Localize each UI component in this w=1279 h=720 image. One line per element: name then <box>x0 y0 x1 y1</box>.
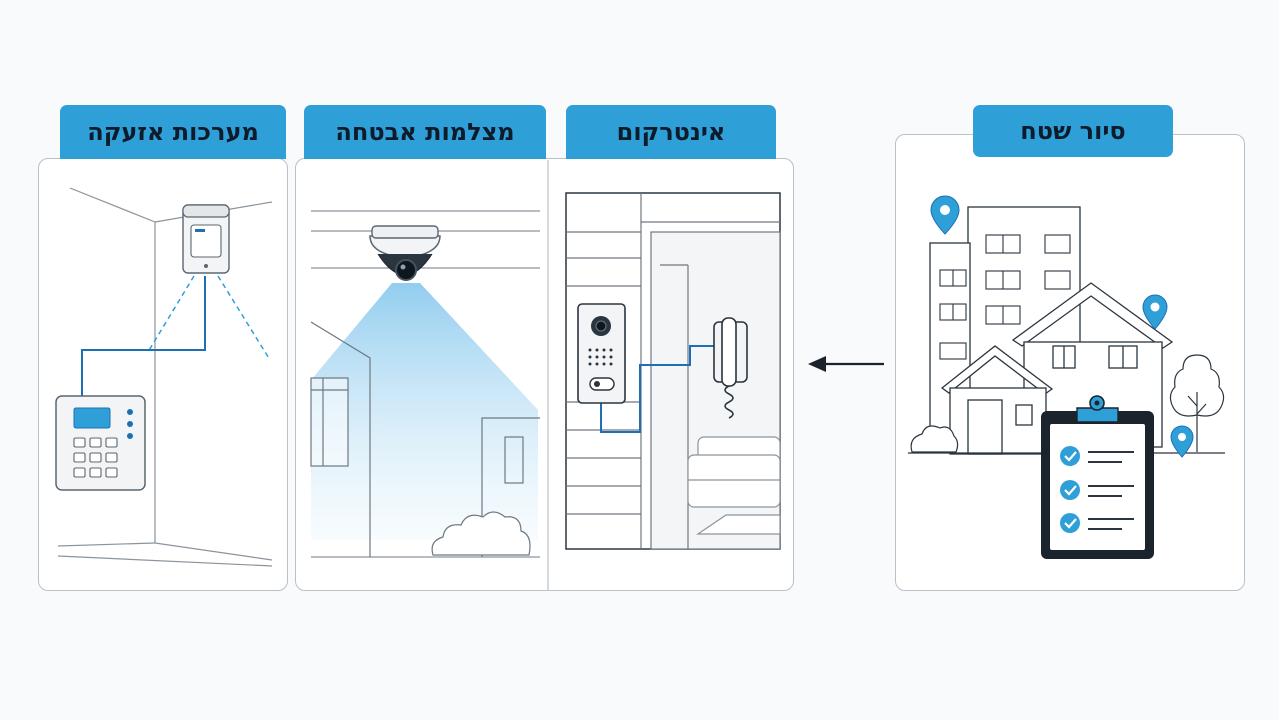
dome-camera-icon <box>369 225 441 281</box>
camera-view-cone <box>311 283 538 540</box>
sensor-detection-lines <box>147 275 271 361</box>
camera-scene-lines <box>311 210 540 558</box>
clipboard-checklist-icon <box>1041 395 1154 559</box>
stage-label-alarm-systems: מערכות אזעקה <box>87 118 259 146</box>
stage-label-site-survey: סיור שטח <box>1020 117 1126 145</box>
tree-shape <box>1169 354 1225 452</box>
stage-label-security-cameras: מצלמות אבטחה <box>335 118 515 146</box>
tab-security-cameras: מצלמות אבטחה <box>304 105 546 159</box>
check-icon <box>1060 480 1080 500</box>
check-icon <box>1060 446 1080 466</box>
stage-label-intercom: אינטרקום <box>616 118 726 146</box>
check-icon <box>1060 513 1080 533</box>
neighbor-house-left <box>310 321 371 557</box>
intercom-handset-icon <box>713 317 748 419</box>
map-pin-icon <box>1170 425 1194 458</box>
panel-alarm-systems <box>38 158 288 591</box>
tab-site-survey: סיור שטח <box>973 105 1173 157</box>
sofa-shape <box>687 436 781 535</box>
intercom-wire <box>600 345 714 433</box>
door-station-icon <box>577 303 626 404</box>
bush-shape-left <box>910 425 959 453</box>
checklist-lines <box>1088 451 1134 530</box>
alarm-keypad-icon <box>55 395 146 491</box>
tab-intercom: אינטרקום <box>566 105 776 159</box>
tab-alarm-systems: מערכות אזעקה <box>60 105 286 159</box>
alarm-room-scene <box>57 187 273 567</box>
bush-shape <box>431 511 531 556</box>
map-pin-icon <box>1142 294 1168 330</box>
motion-sensor-icon <box>182 204 230 274</box>
arrow-left-icon <box>808 356 884 372</box>
neighbor-house-right <box>481 417 540 557</box>
alarm-wire <box>81 276 206 398</box>
map-pin-icon <box>930 195 960 235</box>
